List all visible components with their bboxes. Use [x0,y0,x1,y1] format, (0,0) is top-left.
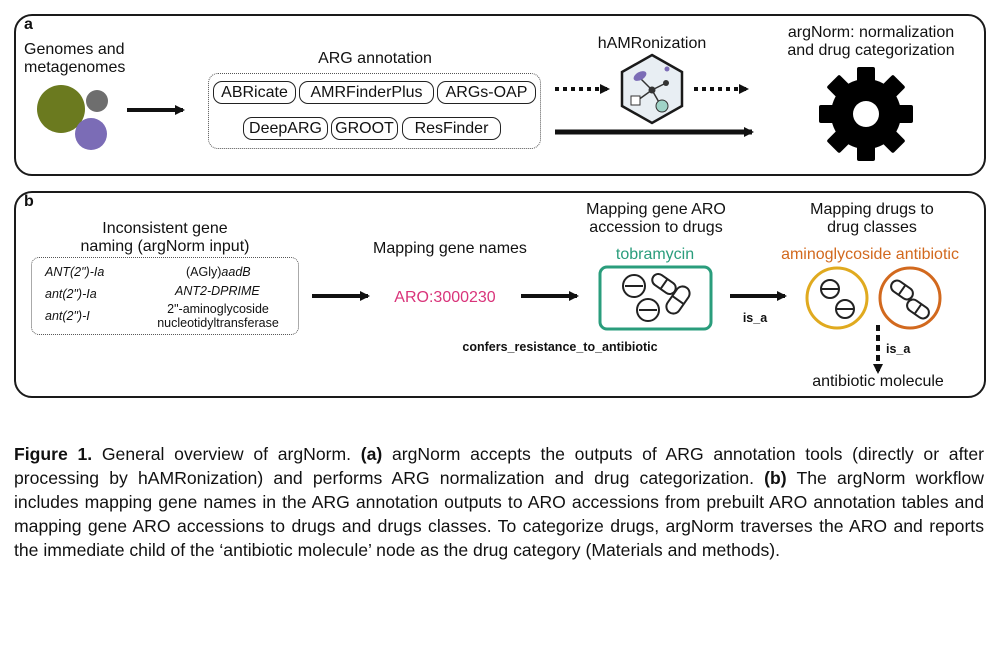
hamronization-label: hAMRonization [597,35,707,52]
tool-deeparg: DeepARG [243,117,328,140]
caption-text: argNorm accepts the outputs of ARG annot… [14,444,984,488]
figure-caption: Figure 1. General overview of argNorm. (… [14,442,984,562]
panel-a-label: a [24,16,33,33]
pill-round-icon [636,298,660,322]
gear-icon [819,67,913,161]
caption-text: General overview of argNorm. [92,444,361,464]
genome-circle-purple [75,118,107,150]
mapping-classes-title: Mapping drugs to drug classes [782,201,962,237]
argnorm-label-line2: and drug categorization [787,42,955,59]
gene-name-line2: nucleotidyltransferase [157,316,279,330]
input-title-line1: Inconsistent gene [102,220,228,237]
panel-b-label: b [24,193,34,210]
hamronization-logo-icon [620,53,684,125]
pill-capsule-icon [651,272,677,296]
mapping-names-title: Mapping gene names [373,240,527,257]
caption-figure-label: Figure 1. [14,444,93,464]
mapping-drugs-title-line1: Mapping gene ARO [586,201,726,218]
gene-name-prefix: (AGly) [186,265,222,279]
tool-groot: GROOT [331,117,398,140]
gene-names-box [31,257,299,335]
caption-panel-b-label: (b) [764,468,787,488]
tool-args-oap: ARGs-OAP [437,81,536,104]
argnorm-label-line1: argNorm: normalization [787,24,955,41]
inputs-label: Genomes and metagenomes [24,41,125,77]
tool-abricate: ABRicate [213,81,296,104]
drug-class: aminoglycoside antibiotic [781,246,959,263]
inputs-label-line1: Genomes and [24,41,125,58]
pill-round-icon [835,299,855,319]
mapping-classes-title-line2: drug classes [827,219,917,236]
annotation-tools-group [208,73,541,149]
argnorm-label: argNorm: normalization and drug categori… [760,24,982,60]
drug-name: tobramycin [615,246,695,263]
pill-capsule-icon [890,279,914,301]
gene-name: ant(2")-Ia [45,287,97,301]
relation-is-a: is_a [742,311,768,325]
genome-circle-small [86,90,108,112]
relation-confers: confers_resistance_to_antibiotic [462,340,658,354]
mapping-classes-title-line1: Mapping drugs to [810,201,934,218]
gene-name-line1: 2"-aminoglycoside [167,302,269,316]
caption-panel-a-label: (a) [360,444,383,464]
pill-round-icon [622,274,646,298]
annotation-title: ARG annotation [318,50,432,67]
gene-name: ANT2-DPRIME [175,284,260,298]
gene-name-italic: aadB [221,265,251,279]
gene-name: ant(2")-I [45,309,90,323]
pill-capsule-icon [665,285,691,315]
gene-name: (AGly)aadB [186,265,251,279]
caption-text: The argNorm workflow includes mapping ge… [14,468,985,560]
pill-capsule-icon [906,298,930,320]
tool-resfinder: ResFinder [402,117,501,140]
pill-round-icon [820,279,840,299]
mapping-drugs-title-line2: accession to drugs [589,219,723,236]
parent-node: antibiotic molecule [812,373,944,390]
aro-accession: ARO:3000230 [394,289,496,306]
inputs-label-line2: metagenomes [24,59,126,76]
drug-class-circle-gold [805,266,869,330]
input-title-line2: naming (argNorm input) [80,238,250,255]
gene-name: ANT(2")-Ia [45,265,105,279]
mapping-drugs-title: Mapping gene ARO accession to drugs [566,201,746,237]
gene-name-multiline: 2"-aminoglycoside nucleotidyltransferase [143,302,293,330]
input-title: Inconsistent gene naming (argNorm input) [55,220,275,256]
relation-is-a: is_a [886,342,911,356]
genome-circle-large [37,85,85,133]
tool-amrfinderplus: AMRFinderPlus [299,81,434,104]
